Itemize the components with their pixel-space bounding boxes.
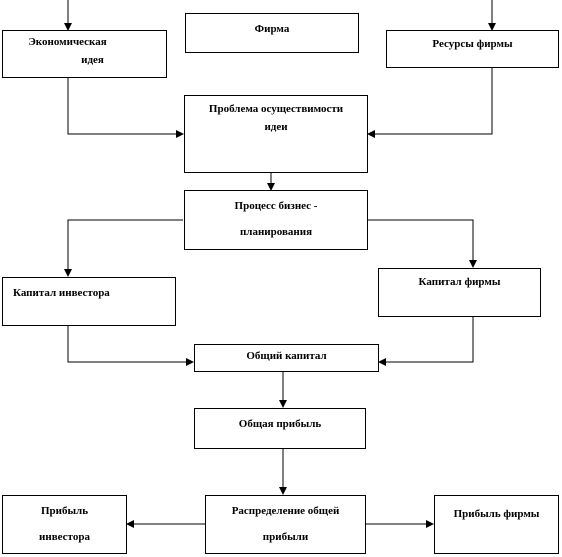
problem-line-2: идеи <box>264 121 288 133</box>
total-profit-label: Общая прибыль <box>238 418 322 430</box>
total-capital-box: Общий капитал <box>194 344 379 372</box>
investor-capital-label: Капитал инвестора <box>13 287 110 299</box>
firm-capital-box: Капитал фирмы <box>378 268 541 317</box>
arrow-firm-capital-to-total <box>378 317 474 366</box>
investor-capital-box: Капитал инвестора <box>2 277 176 326</box>
profit-distribution-box: Распределение общей прибыли <box>205 495 366 554</box>
firm-resources-label: Ресурсы фирмы <box>432 38 513 50</box>
profit-distribution-line-2: прибыли <box>262 531 309 543</box>
business-planning-line-2: планирования <box>239 226 313 238</box>
firm-profit-box: Прибыль фирмы <box>434 495 559 554</box>
economic-idea-line-2: идея <box>81 54 104 66</box>
firm-box: Фирма <box>185 13 359 53</box>
total-capital-label: Общий капитал <box>246 350 327 362</box>
firm-resources-box: Ресурсы фирмы <box>386 30 559 68</box>
arrow-planning-to-firm-capital <box>368 219 477 268</box>
firm-profit-label: Прибыль фирмы <box>453 508 540 520</box>
profit-distribution-line-1: Распределение общей <box>231 505 340 517</box>
arrow-economic-idea-to-problem <box>67 78 184 138</box>
economic-idea-box: Экономическая идея <box>2 30 167 78</box>
arrow-firm-resources-to-problem <box>367 68 493 138</box>
economic-idea-line-1: Экономическая <box>28 36 107 48</box>
problem-line-1: Проблема осуществимости <box>208 103 344 115</box>
firm-capital-label: Капитал фирмы <box>418 276 501 288</box>
investor-profit-line-1: Прибыль <box>40 505 89 517</box>
investor-profit-line-2: инвестора <box>39 531 90 543</box>
business-planning-box: Процесс бизнес - планирования <box>184 190 368 250</box>
arrow-investor-capital-to-total <box>67 326 194 366</box>
business-planning-line-1: Процесс бизнес - <box>234 200 318 212</box>
problem-box: Проблема осуществимости идеи <box>184 95 368 173</box>
arrow-planning-to-investor-capital <box>64 219 183 277</box>
investor-profit-box: Прибыль инвестора <box>2 495 127 554</box>
total-profit-box: Общая прибыль <box>194 408 366 449</box>
firm-label: Фирма <box>254 23 290 35</box>
